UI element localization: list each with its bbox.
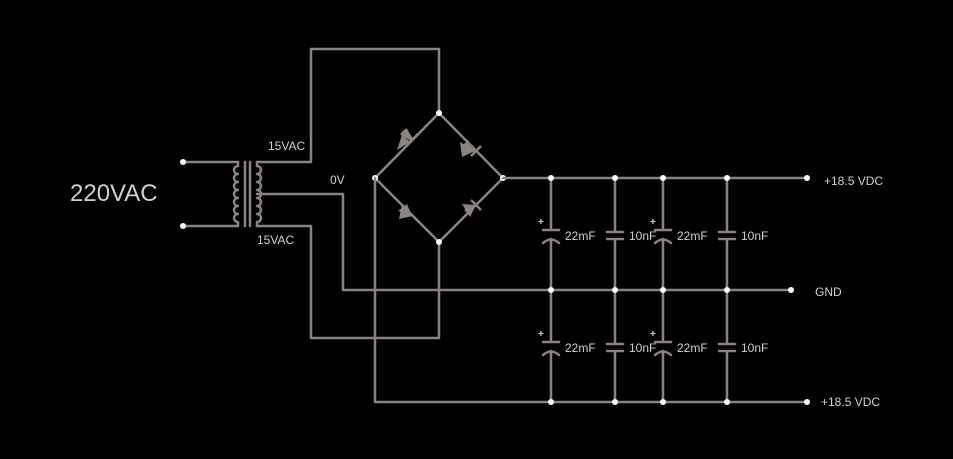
diode-4 xyxy=(462,199,482,217)
output-gnd-label: GND xyxy=(815,285,842,299)
polarity-mark-c7: + xyxy=(650,329,656,340)
secondary-top-label: 15VAC xyxy=(268,139,305,153)
cap-value-bottom-2: 10nF xyxy=(629,341,656,355)
bridge-rectifier xyxy=(372,110,506,245)
cap-value-top-4: 10nF xyxy=(741,229,768,243)
diode-2 xyxy=(460,140,482,157)
input-terminal-top xyxy=(180,159,186,165)
bridge-node-bottom xyxy=(436,239,442,245)
cap-value-bottom-3: 22mF xyxy=(677,341,708,355)
input-terminal-bottom xyxy=(180,223,186,229)
diode-3 xyxy=(398,204,419,222)
output-terminal-negative xyxy=(804,399,810,405)
output-terminal-positive xyxy=(804,175,810,181)
secondary-bottom-wire xyxy=(255,224,441,340)
center-tap-wire xyxy=(255,192,793,292)
cap-value-top-2: 10nF xyxy=(629,229,656,243)
cap-value-top-3: 22mF xyxy=(677,229,708,243)
cap-value-top-1: 22mF xyxy=(565,229,596,243)
output-positive-label: +18.5 VDC xyxy=(824,174,883,188)
bridge-node-top xyxy=(436,110,442,116)
capacitor-bank-bottom xyxy=(541,288,737,404)
junction-nodes xyxy=(548,175,730,405)
center-tap-label: 0V xyxy=(330,173,345,187)
diode-1 xyxy=(397,128,419,150)
cap-value-bottom-4: 10nF xyxy=(741,341,768,355)
polarity-mark-c3: + xyxy=(650,217,656,228)
polarity-mark-c5: + xyxy=(538,329,544,340)
primary-coil xyxy=(232,160,240,228)
output-terminal-gnd xyxy=(788,287,794,293)
polarity-mark-c1: + xyxy=(538,217,544,228)
output-negative-label: +18.5 VDC xyxy=(821,395,880,409)
bridge-edge-left-top xyxy=(373,111,441,180)
secondary-top-wire xyxy=(255,47,441,164)
input-voltage-label: 220VAC xyxy=(70,180,158,207)
secondary-bottom-label: 15VAC xyxy=(257,233,294,247)
cap-value-bottom-1: 22mF xyxy=(565,341,596,355)
capacitor-bank-top xyxy=(541,176,737,292)
transformer xyxy=(180,159,263,229)
